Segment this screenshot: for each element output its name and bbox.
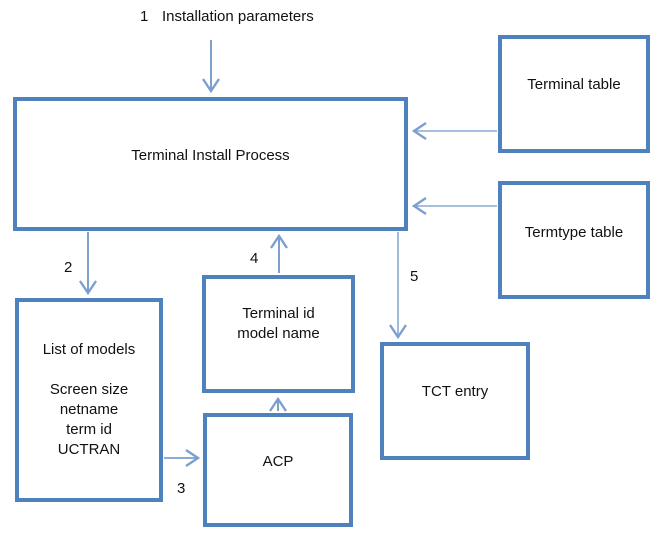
acp-label: ACP (262, 453, 294, 470)
box-tct-entry: TCT entry (380, 342, 530, 460)
box-terminal-install-process: Terminal Install Process (13, 97, 408, 231)
terminal-id-line: Terminal id (242, 305, 315, 322)
box-termtype-table: Termtype table (498, 181, 650, 299)
step-5-number: 5 (410, 268, 419, 285)
step-2-number: 2 (64, 259, 73, 276)
terminal-table-label: Terminal table (527, 76, 621, 93)
box-terminal-id-model-name: Terminal id model name (202, 275, 355, 393)
list-of-models-uctran: UCTRAN (57, 441, 121, 458)
list-of-models-screen-size: Screen size (49, 381, 129, 398)
box-list-of-models: List of models Screen size netname term … (15, 298, 163, 502)
installation-parameters-label: Installation parameters (162, 8, 314, 25)
model-name-line: model name (237, 325, 320, 342)
list-of-models-netname: netname (59, 401, 119, 418)
step-4-number: 4 (250, 250, 259, 267)
box-terminal-table: Terminal table (498, 35, 650, 153)
step-3-number: 3 (177, 480, 186, 497)
tct-entry-label: TCT entry (421, 383, 489, 400)
list-of-models-term-id: term id (66, 421, 112, 438)
terminal-install-process-label: Terminal Install Process (131, 147, 290, 164)
step-1-number: 1 (140, 8, 149, 25)
list-of-models-title: List of models (42, 341, 136, 358)
box-acp: ACP (203, 413, 353, 527)
termtype-table-label: Termtype table (524, 224, 624, 241)
